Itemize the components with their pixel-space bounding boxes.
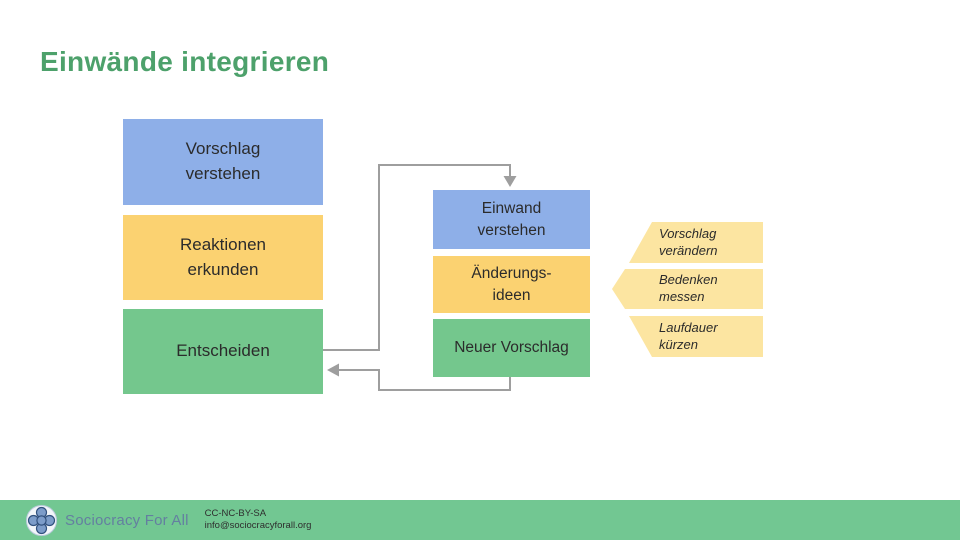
flow-step-neuer-vorschlag: Neuer Vorschlag	[433, 319, 590, 377]
footer-bar: Sociocracy For All CC-NC-BY-SA info@soci…	[0, 500, 960, 540]
page-title: Einwände integrieren	[40, 46, 330, 77]
option-chevron-laufdauer-kuerzen: Laufdauer kürzen	[629, 316, 763, 357]
brand-name: Sociocracy For All	[65, 511, 189, 529]
option-chevron-bedenken-messen: Bedenken messen	[612, 269, 763, 309]
flow-step-entscheiden: Entscheiden	[123, 309, 323, 394]
sociocracy-logo-icon	[26, 504, 57, 536]
footer-meta: CC-NC-BY-SA info@sociocracyforall.org	[205, 508, 312, 532]
flow-step-einwand-verstehen: Einwand verstehen	[433, 190, 590, 249]
flow-step-vorschlag-verstehen: Vorschlag verstehen	[123, 119, 323, 205]
option-chevron-vorschlag-veraendern: Vorschlag verändern	[629, 222, 763, 263]
contact-email: info@sociocracyforall.org	[204, 520, 312, 531]
license-text: CC-NC-BY-SA	[204, 508, 267, 520]
flow-step-reaktionen-erkunden: Reaktionen erkunden	[123, 215, 323, 300]
flow-step-aenderungsideen: Änderungs- ideen	[433, 256, 590, 313]
